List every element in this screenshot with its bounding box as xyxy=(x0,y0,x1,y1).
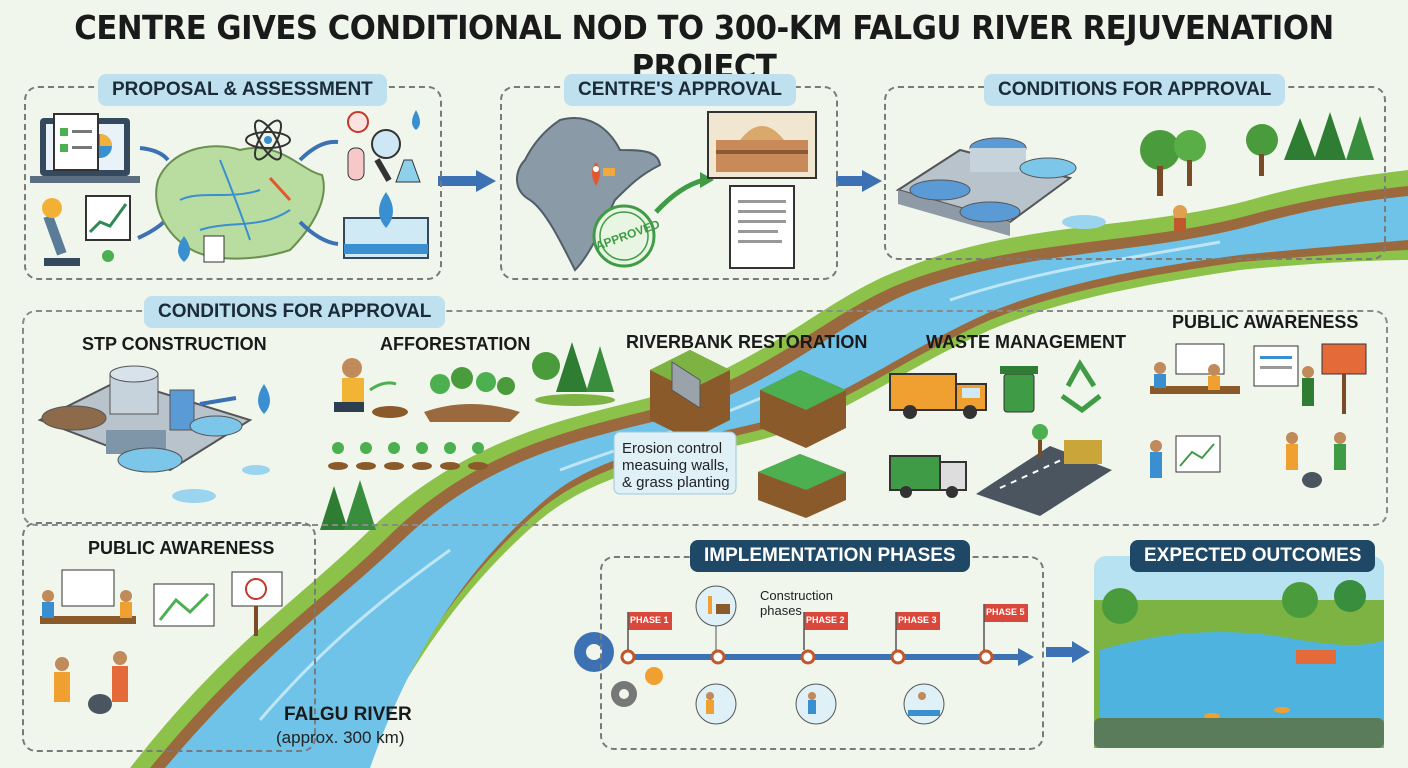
clean-street-icon xyxy=(976,424,1112,516)
water-drop-icon xyxy=(178,236,190,262)
test-tube-icon xyxy=(347,110,421,183)
presentation-board-icon xyxy=(153,583,215,627)
tree-icon xyxy=(320,480,376,530)
bin-icon xyxy=(1000,366,1038,413)
riverbank-note: Erosion control measuing walls, & grass … xyxy=(622,440,730,491)
implementation-heading: IMPLEMENTATION PHASES xyxy=(690,540,970,572)
grass-block-icon xyxy=(760,370,846,448)
presentation-board-icon xyxy=(1253,345,1314,406)
flow-arrow-3 xyxy=(1046,641,1090,663)
water-treatment-icon xyxy=(343,192,429,259)
sign-board-icon xyxy=(1321,343,1367,414)
waste-management-label: WASTE MANAGEMENT xyxy=(926,332,1126,352)
tree-icon xyxy=(532,342,615,406)
recycle-icon xyxy=(1060,359,1102,414)
conditions-mid-heading: CONDITIONS FOR APPROVAL xyxy=(144,296,446,328)
riverbank-note-box xyxy=(613,431,737,495)
conditions-mid-panel xyxy=(22,310,1388,526)
approved-stamp xyxy=(592,204,656,268)
timeline-line xyxy=(628,648,1034,666)
approval-heading: CENTRE'S APPROVAL xyxy=(564,74,797,106)
microscope-icon xyxy=(42,198,80,266)
construction-icon xyxy=(695,585,737,627)
public-awareness-right-label: PUBLIC AWARENESS xyxy=(1172,312,1359,332)
retaining-wall-icon xyxy=(650,350,730,440)
proposal-heading: PROPOSAL & ASSESSMENT xyxy=(98,74,387,106)
planting-person-icon xyxy=(334,358,408,418)
document-icon xyxy=(203,235,225,263)
atom-icon xyxy=(245,119,291,161)
flow-arrow-2 xyxy=(836,170,882,192)
basin-map-icon xyxy=(155,145,325,260)
stp-construction-label: STP CONSTRUCTION xyxy=(82,334,267,354)
stp-plant-icon xyxy=(37,365,270,503)
garbage-truck-icon xyxy=(889,373,987,419)
public-awareness-left-label: PUBLIC AWARENESS xyxy=(88,538,275,558)
clipboard-icon xyxy=(53,113,99,171)
page-title: CENTRE GIVES CONDITIONAL NOD TO 300-KM F… xyxy=(74,8,1334,86)
cleanup-volunteer-icon xyxy=(54,651,128,714)
arrow-approval xyxy=(654,172,714,214)
tree-icon xyxy=(1140,112,1374,232)
implementation-panel xyxy=(600,556,1044,750)
afforestation-label: AFFORESTATION xyxy=(380,334,531,354)
outcomes-heading: EXPECTED OUTCOMES xyxy=(1130,540,1376,572)
sapling-field-icon xyxy=(424,367,520,422)
india-map-icon xyxy=(516,117,662,272)
phase-flag-3: PHASE 3 xyxy=(898,615,937,625)
river-name: FALGU RIVER xyxy=(284,704,412,725)
flag-poles xyxy=(627,604,985,650)
meeting-icon xyxy=(1150,343,1240,394)
worker-icons xyxy=(695,683,945,725)
seedling-row-icon xyxy=(328,442,488,470)
outcome-landscape xyxy=(1094,556,1384,748)
proposal-panel xyxy=(24,86,442,280)
approval-panel xyxy=(500,86,838,280)
phase-flag-1: PHASE 1 xyxy=(630,615,669,625)
construction-phases-note: Construction phases xyxy=(760,588,833,618)
community-event-icon xyxy=(1150,432,1346,488)
awareness-left-panel xyxy=(22,522,316,752)
phase-flags xyxy=(628,604,1028,630)
phase-flag-5: PHASE 5 xyxy=(986,607,1025,617)
phase-flag-2: PHASE 2 xyxy=(806,615,845,625)
river-water xyxy=(165,196,1408,768)
conditions-top-heading: CONDITIONS FOR APPROVAL xyxy=(984,74,1286,106)
bar-chart-icon xyxy=(85,195,131,262)
meeting-icon xyxy=(40,569,136,624)
gear-icon xyxy=(574,632,663,707)
arrow-proposal-3 xyxy=(298,139,339,162)
river-length: (approx. 300 km) xyxy=(276,728,405,747)
conditions-top-panel xyxy=(884,86,1386,260)
grass-block-icon xyxy=(758,454,846,518)
arrow-proposal-4 xyxy=(298,220,339,246)
arrow-proposal-1 xyxy=(139,146,170,162)
document-icon xyxy=(729,185,795,269)
parliament-icon xyxy=(707,111,817,179)
flow-arrow-1 xyxy=(438,170,496,192)
riverbank-restoration-label: RIVERBANK RESTORATION xyxy=(626,332,868,352)
treatment-plant-icon xyxy=(895,137,1106,236)
timeline-nodes xyxy=(620,649,994,665)
garbage-truck-icon xyxy=(889,455,967,498)
sign-board-icon xyxy=(231,571,283,636)
